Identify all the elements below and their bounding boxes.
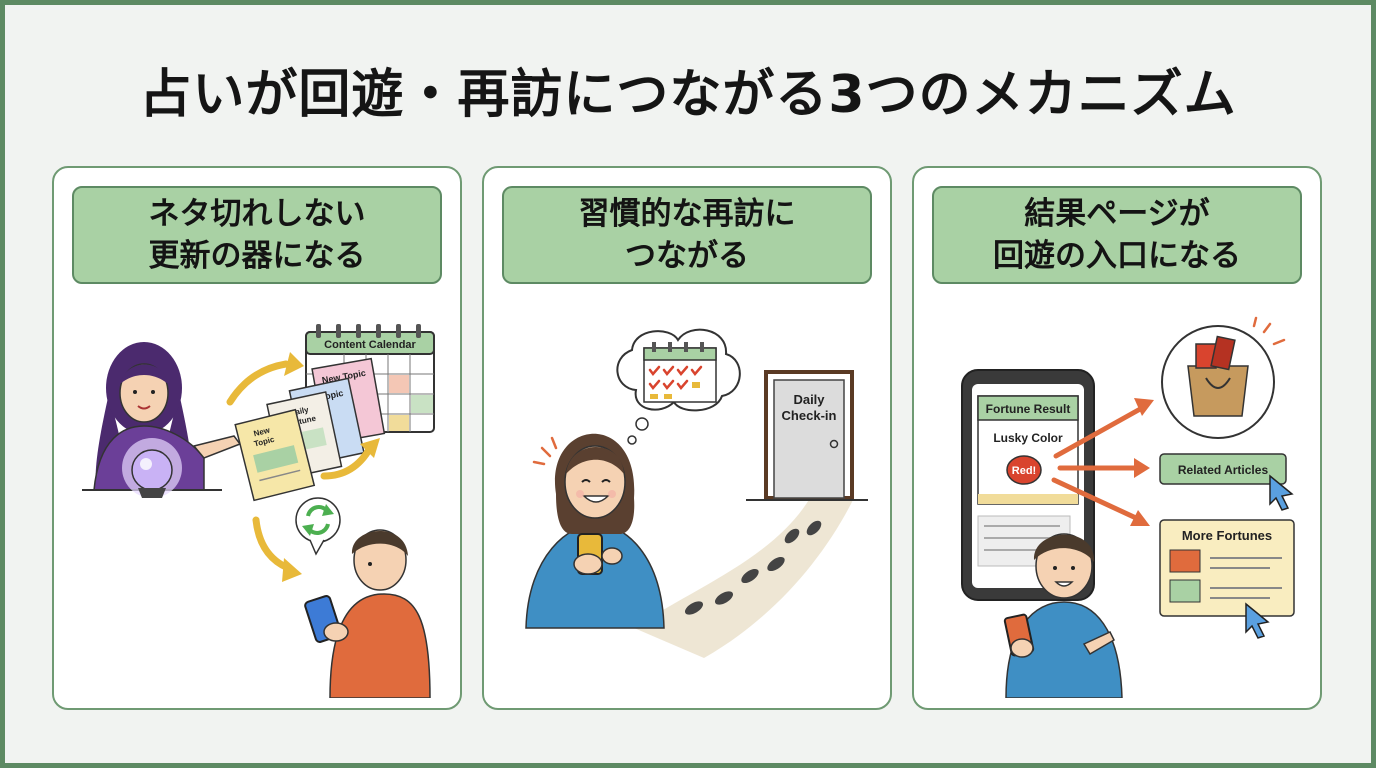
calendar-icon [643,342,717,403]
more-fortunes-label: More Fortunes [1182,528,1272,543]
woman-with-phone [525,433,665,629]
card-new-line1: New [253,425,272,438]
panel-heading-line2: つながる [625,238,749,274]
panel-heading-line1: 結果ページが [1024,196,1210,232]
panel-content-updates: ネタ切れしない 更新の器になる [52,166,462,710]
lucky-color-value: Red! [1012,465,1036,477]
topic-cards: New Topic New Topic Daily Fortune New To… [234,357,386,502]
habit-illustration: Daily Check-in [525,328,868,658]
related-articles-link[interactable]: Related Articles [1159,453,1287,485]
cursor-icon [1245,602,1270,639]
flow-arrow-heads [282,352,380,582]
panel-habitual-revisit: 習慣的な再訪に つながる Daily Check-in [482,166,892,710]
crystal-ball-icon [122,438,182,498]
panel-heading-line2: 更新の器になる [148,238,366,274]
result-title: Fortune Result [986,402,1071,416]
calendar-label: Content Calendar [324,339,416,351]
smartphone-icon: Fortune Result Lusky Color Red! [961,369,1095,601]
door-label-line1: Daily [793,392,825,407]
related-articles-label: Related Articles [1178,463,1269,477]
boy-with-phone [304,529,431,698]
shopping-bag-icon [1161,316,1286,439]
lucky-color-label: Lusky Color [993,431,1063,445]
door-icon: Daily Check-in [746,370,868,501]
door-label-line2: Check-in [782,408,837,423]
cursor-icon [1269,474,1294,511]
panel-heading-line1: ネタ切れしない [148,196,366,232]
panel-heading: ネタ切れしない 更新の器になる [72,186,442,284]
slide-title: 占いが回遊・再訪につながる3つのメカニズム [139,65,1237,125]
content-update-illustration: Content Calendar New Topic New Topic [82,324,435,698]
navigation-arrows [1051,405,1145,521]
refresh-icon [295,497,341,556]
panel-heading: 習慣的な再訪に つながる [502,186,872,284]
boy-pointing [1003,533,1123,698]
panel-heading-line1: 習慣的な再訪に [578,196,796,232]
navigation-arrow-heads [1130,398,1154,526]
more-fortunes-link[interactable]: More Fortunes [1159,519,1295,617]
footprints-icon [684,520,822,615]
panel-heading-line2: 回遊の入口になる [993,238,1241,274]
panel-heading: 結果ページが 回遊の入口になる [932,186,1302,284]
result-page-illustration: Fortune Result Lusky Color Red! [961,316,1295,698]
panel-result-page: 結果ページが 回遊の入口になる Fortune Result Lusky Col… [912,166,1322,710]
